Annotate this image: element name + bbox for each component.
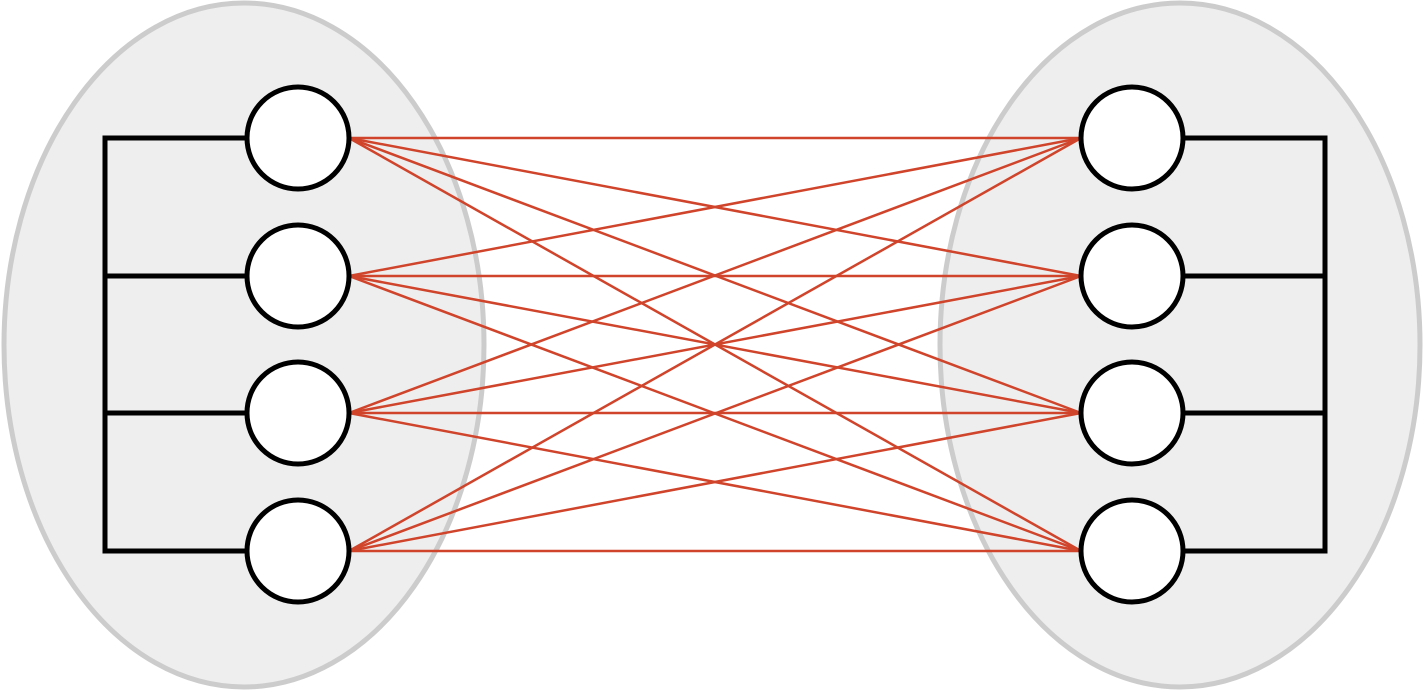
node-R3 bbox=[1078, 359, 1186, 467]
link-L2-R1 bbox=[348, 136, 1082, 278]
node-R2 bbox=[1078, 222, 1186, 330]
nodes-layer bbox=[244, 84, 1186, 605]
bus-layer bbox=[102, 135, 1328, 554]
node-L4 bbox=[244, 497, 352, 605]
node-L2 bbox=[244, 222, 352, 330]
node-L3 bbox=[244, 359, 352, 467]
node-R1 bbox=[1078, 84, 1186, 192]
right-group-ellipse bbox=[937, 0, 1423, 690]
link-L4-R3 bbox=[348, 411, 1082, 553]
link-L4-R1 bbox=[348, 136, 1082, 553]
node-R4 bbox=[1078, 497, 1186, 605]
left-group-ellipse bbox=[1, 0, 487, 690]
link-L4-R2 bbox=[348, 274, 1082, 553]
links-layer bbox=[348, 136, 1082, 553]
node-L1 bbox=[244, 84, 352, 192]
link-L3-R1 bbox=[348, 136, 1082, 415]
